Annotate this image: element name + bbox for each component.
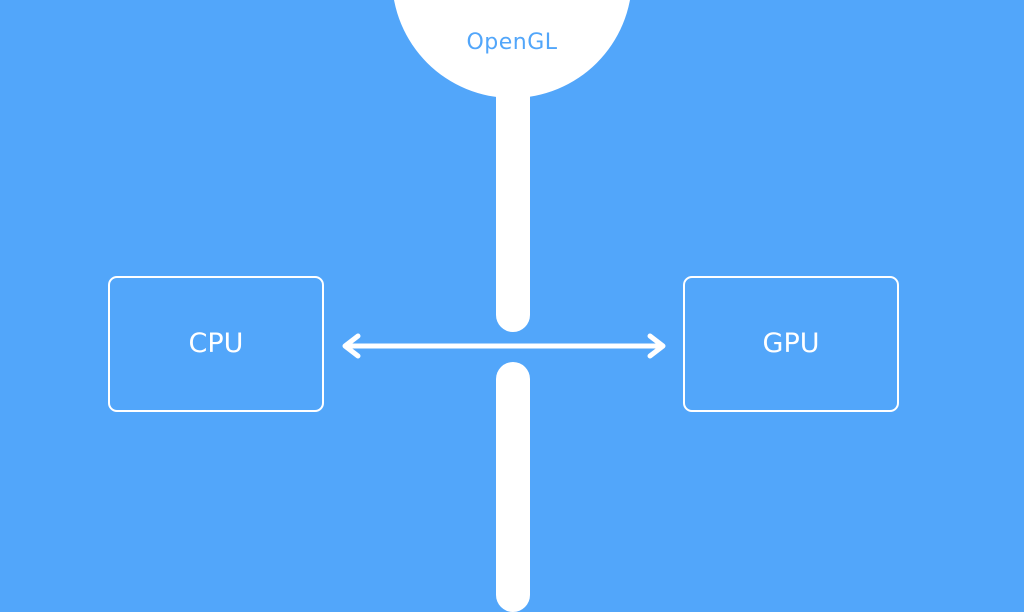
cpu-label: CPU — [188, 328, 244, 359]
gpu-label: GPU — [762, 328, 820, 359]
opengl-hub-label: OpenGL — [466, 30, 558, 55]
gpu-box: GPU — [683, 276, 899, 412]
arrow-head-right-icon — [647, 333, 666, 359]
cpu-box: CPU — [108, 276, 324, 412]
opengl-connector-upper — [496, 60, 530, 332]
arrow-head-left-icon — [342, 333, 361, 359]
diagram-canvas: OpenGL CPU GPU — [108, 0, 899, 612]
bidirectional-arrow — [342, 333, 666, 359]
opengl-connector-lower — [496, 362, 530, 612]
